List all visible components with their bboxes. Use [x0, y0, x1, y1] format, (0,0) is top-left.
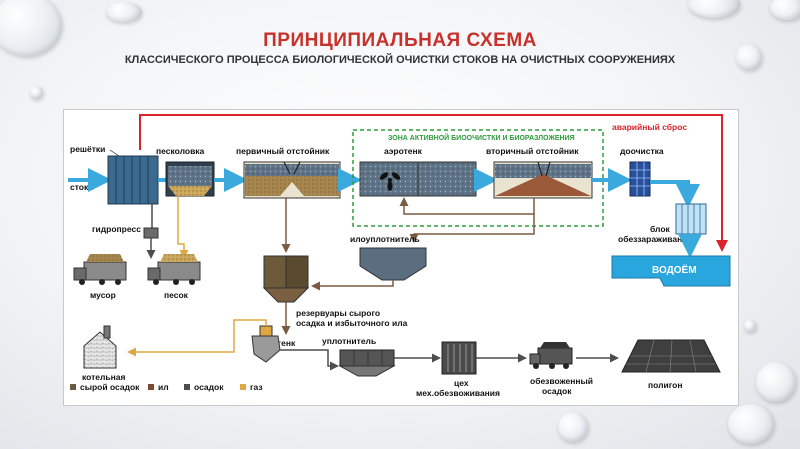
label-obezv1: обезвоженный — [530, 376, 593, 386]
primary-clarifier-water — [245, 164, 339, 176]
screens-bars — [115, 156, 149, 204]
water-drop-decoration — [728, 404, 774, 444]
legend-swatch-2 — [184, 384, 190, 390]
return-sludge-line — [399, 197, 535, 215]
water-drop-decoration — [756, 362, 796, 402]
flow-arrow — [650, 180, 700, 208]
disinfection-unit — [675, 203, 707, 235]
scraper — [537, 161, 543, 177]
gas-line — [127, 319, 267, 357]
label-rez2: осадка и избыточного ила — [296, 318, 408, 328]
label-reshetki: решётки — [70, 144, 105, 154]
sludge-reservoir-hopper — [262, 287, 310, 303]
legend: сырой осадок ил осадок газ — [70, 382, 263, 392]
aerator-icon — [379, 172, 401, 191]
label-uplotnitel: уплотнитель — [322, 336, 376, 346]
truck-icon — [147, 254, 201, 285]
label-cekh2: мех.обезвоживания — [416, 388, 500, 398]
legend-label-1: ил — [158, 382, 169, 392]
methane-tank — [251, 335, 281, 363]
flow-arrow — [311, 280, 394, 291]
excess-sludge-line — [409, 214, 535, 243]
water-drop-decoration — [736, 44, 762, 70]
truck-icon — [529, 342, 573, 369]
sand-trap-hopper — [168, 186, 212, 196]
label-peskolovka: песколовка — [156, 146, 205, 156]
water-drop-decoration — [106, 2, 142, 22]
legend-swatch-1 — [148, 384, 154, 390]
slide-subtitle: КЛАССИЧЕСКОГО ПРОЦЕССА БИОЛОГИЧЕСКОЙ ОЧИ… — [124, 54, 676, 66]
secondary-clarifier-water — [495, 164, 591, 178]
label-aerotenk: аэротенк — [384, 146, 423, 156]
chimney — [103, 325, 111, 339]
legend-swatch-0 — [70, 384, 76, 390]
label-obezv2: осадок — [542, 386, 572, 396]
truck-icon — [73, 254, 127, 285]
label-cekh1: цех — [454, 378, 469, 388]
hydropress-unit — [143, 227, 159, 239]
label-zona: ЗОНА АКТИВНОЙ БИООЧИСТКИ И БИОРАЗЛОЖЕНИЯ — [388, 133, 575, 142]
primary-clarifier-sludge — [245, 176, 339, 196]
label-pervichny: первичный отстойник — [236, 146, 330, 156]
landfill-grid — [626, 339, 716, 373]
water-drop-decoration — [688, 0, 740, 18]
sludge-thickener — [359, 247, 427, 281]
tertiary-treatment-unit — [629, 161, 651, 197]
slide-title: ПРИНЦИПИАЛЬНАЯ СХЕМА — [263, 30, 537, 51]
label-pesok: песок — [164, 290, 189, 300]
tertiary-grid — [630, 162, 650, 196]
secondary-clarifier-sludge — [495, 174, 591, 196]
disinfection-grid — [681, 204, 701, 234]
label-poligon: полигон — [648, 380, 683, 390]
thickener-unit — [339, 349, 395, 367]
water-drop-decoration — [770, 0, 800, 20]
label-stoki: стоки — [70, 182, 93, 192]
scraper — [545, 161, 551, 177]
scraper — [283, 161, 291, 175]
scraper — [293, 161, 301, 175]
label-gidropress: гидропресс — [92, 224, 141, 234]
legend-swatch-3 — [240, 384, 246, 390]
label-blok1: блок — [650, 224, 671, 234]
label-vodoem: ВОДОЁМ — [652, 263, 697, 276]
label-kotelnaya: котельная — [82, 372, 125, 382]
flow-arrow — [280, 349, 339, 371]
legend-label-2: осадок — [194, 382, 224, 392]
dewatering-bars — [447, 344, 473, 372]
thickener-bars — [353, 350, 383, 366]
legend-label-0: сырой осадок — [80, 382, 140, 392]
diagram-panel: аварийный сброс стоки решётки песколовка… — [63, 109, 739, 406]
legend-label-3: газ — [250, 382, 263, 392]
boiler-house-icon — [83, 331, 117, 369]
label-doochistka: доочистка — [620, 146, 664, 156]
label-avariyny: аварийный сброс — [612, 122, 687, 132]
label-musor: мусор — [90, 290, 116, 300]
water-drop-decoration — [30, 86, 43, 99]
treatment-scheme-diagram: аварийный сброс стоки решётки песколовка… — [68, 114, 731, 398]
label-blok2: обеззараживания — [618, 234, 692, 244]
sand-trap-water — [168, 166, 212, 186]
sludge-reservoir-right — [285, 255, 309, 289]
water-drop-decoration — [0, 0, 62, 56]
label-iloupl: илоуплотнитель — [350, 234, 420, 244]
water-drop-decoration — [744, 320, 756, 332]
thickener-hopper — [338, 365, 396, 377]
label-rez1: резервуары сырого — [296, 308, 380, 318]
water-drop-decoration — [558, 412, 588, 442]
dewatering-shop — [441, 341, 477, 375]
emergency-discharge-line — [139, 114, 728, 252]
label-vtorichny: вторичный отстойник — [486, 146, 579, 156]
water-body — [611, 255, 731, 287]
methane-gas-dome — [259, 325, 273, 337]
sand-line — [177, 196, 189, 259]
